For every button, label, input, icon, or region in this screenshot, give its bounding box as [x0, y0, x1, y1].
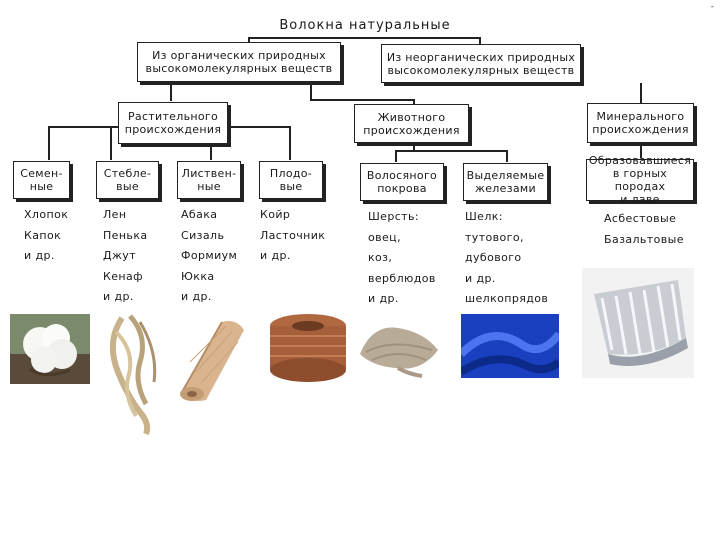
connector — [640, 83, 642, 103]
fruit-examples: Койр Ласточник и др. — [260, 208, 326, 262]
connector — [310, 99, 414, 101]
connector — [289, 126, 291, 160]
flax-fiber-icon — [109, 314, 157, 436]
silk-icon — [461, 314, 559, 378]
organic-fibers-box: Из органических природных высокомолекуля… — [137, 42, 341, 82]
gland-fibers-box: Выделяемые железами — [463, 163, 548, 201]
wool-icon — [352, 314, 444, 378]
connector — [248, 37, 250, 45]
connector — [413, 99, 415, 104]
leaf-examples: Абака Сизаль Формиум Юкка и др. — [181, 208, 238, 303]
asbestos-icon — [582, 268, 694, 378]
connector — [640, 143, 642, 158]
connector — [395, 150, 507, 152]
seed-fibers-box: Семен- ные — [13, 161, 70, 199]
connector — [248, 37, 480, 39]
connector — [170, 83, 172, 101]
diagram-title: Волокна натуральные — [279, 18, 451, 33]
fruit-fibers-box: Плодо- вые — [259, 161, 323, 199]
stem-examples: Лен Пенька Джут Кенаф и др. — [103, 208, 148, 303]
burlap-roll-icon — [180, 321, 244, 401]
mineral-origin-box: Минерального происхождения — [587, 103, 694, 143]
rock-examples: Асбестовые Базальтовые — [604, 212, 684, 246]
connector — [413, 143, 415, 150]
connector — [228, 126, 290, 128]
leaf-fibers-box: Листвен- ные — [177, 161, 241, 199]
corner-mark: - — [710, 2, 714, 12]
connector — [48, 126, 120, 128]
stem-fibers-box: Стебле- вые — [96, 161, 159, 199]
hair-examples: Шерсть: овец, коз, верблюдов и др. — [368, 210, 436, 305]
connector — [310, 83, 312, 100]
seed-examples: Хлопок Капок и др. — [24, 208, 69, 262]
inorganic-fibers-box: Из неорганических природных высокомолеку… — [381, 44, 581, 83]
connector — [506, 150, 508, 162]
coir-rope-icon — [270, 314, 346, 382]
connector — [110, 126, 112, 160]
hair-fibers-box: Волосяного покрова — [360, 163, 444, 201]
connector — [395, 150, 397, 162]
cotton-icon — [10, 314, 90, 384]
gland-examples: Шелк: тутового, дубового и др. шелкопряд… — [465, 210, 549, 305]
connector — [479, 37, 481, 45]
connector — [48, 126, 50, 160]
animal-origin-box: Животного происхождения — [354, 104, 469, 143]
connector — [210, 145, 212, 160]
plant-origin-box: Растительного происхождения — [118, 102, 228, 144]
rock-fibers-box: Образовавшиеся в горных породах и лаве — [586, 154, 694, 206]
